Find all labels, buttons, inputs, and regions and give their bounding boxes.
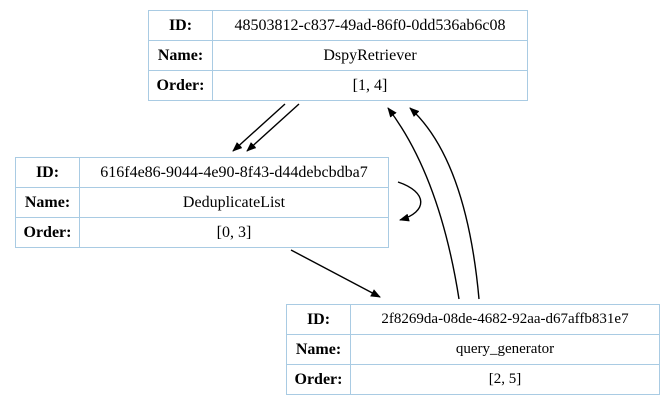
name-value: DeduplicateList: [79, 187, 389, 218]
id-label: ID:: [15, 157, 80, 188]
order-label: Order:: [286, 364, 351, 395]
edge-query-to-retriever-1: [387, 107, 460, 300]
edge-query-to-retriever-2: [409, 107, 480, 300]
edge-dedup-to-query: [290, 249, 381, 298]
id-value: 2f8269da-08de-4682-92aa-d67affb831e7: [350, 304, 660, 335]
id-value: 48503812-c837-49ad-86f0-0dd536ab6c08: [212, 10, 528, 41]
edge-dedup-self-loop: [397, 181, 422, 222]
name-value: query_generator: [350, 334, 660, 365]
edge-retriever-to-dedup-1: [232, 103, 286, 152]
node-deduplicate-list: ID:616f4e86-9044-4e90-8f43-d44debcbdba7 …: [15, 157, 389, 248]
order-value: [0, 3]: [79, 217, 389, 248]
node-dspy-retriever: ID:48503812-c837-49ad-86f0-0dd536ab6c08 …: [148, 10, 528, 101]
id-label: ID:: [286, 304, 351, 335]
order-value: [2, 5]: [350, 364, 660, 395]
order-label: Order:: [15, 217, 80, 248]
name-label: Name:: [148, 40, 213, 71]
name-label: Name:: [15, 187, 80, 218]
id-label: ID:: [148, 10, 213, 41]
id-value: 616f4e86-9044-4e90-8f43-d44debcbdba7: [79, 157, 389, 188]
order-value: [1, 4]: [212, 70, 528, 101]
edge-retriever-to-dedup-2: [246, 103, 300, 152]
node-query-generator: ID:2f8269da-08de-4682-92aa-d67affb831e7 …: [286, 304, 660, 395]
name-label: Name:: [286, 334, 351, 365]
order-label: Order:: [148, 70, 213, 101]
name-value: DspyRetriever: [212, 40, 528, 71]
